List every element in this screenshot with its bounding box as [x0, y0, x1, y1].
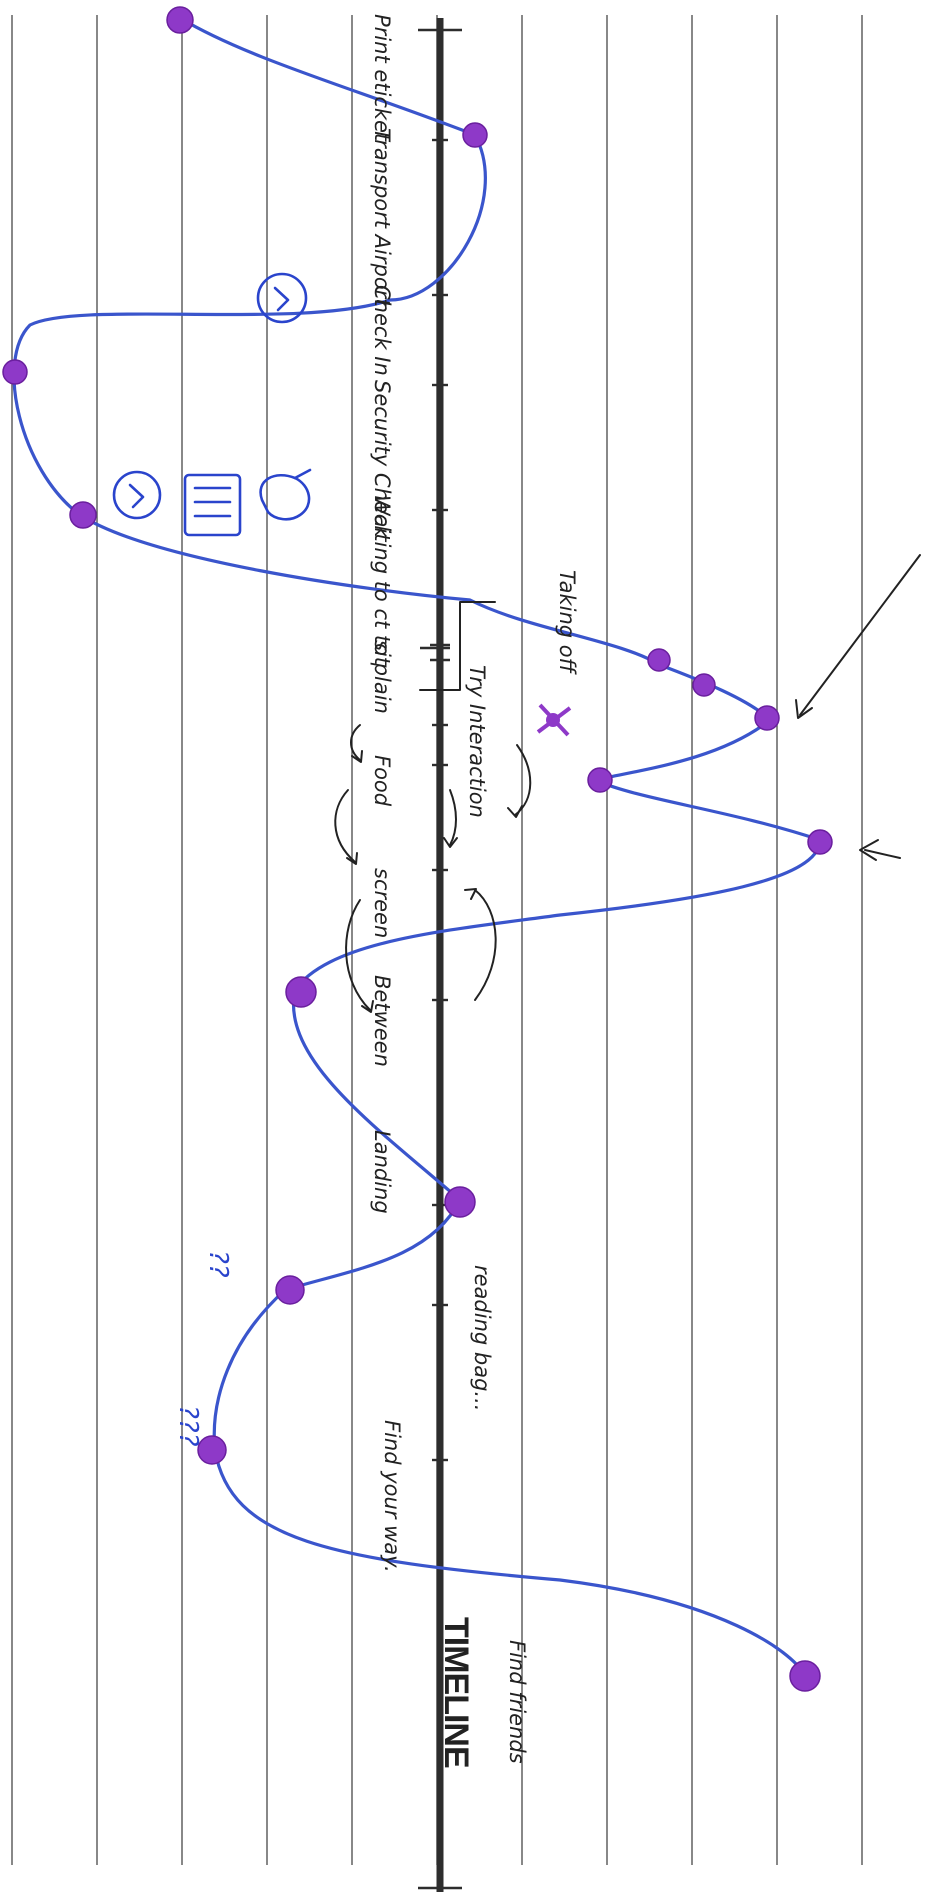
step-label: Find your way. [380, 1420, 404, 1573]
touchpoint-dot [285, 976, 317, 1008]
step-label: screen [370, 868, 394, 938]
step-label: Food [370, 755, 394, 807]
touchpoint-dot [587, 767, 613, 793]
step-label: Between [370, 975, 394, 1067]
step-labels: Print eticket Transport Airport Check In… [370, 14, 579, 1764]
touchpoint-dot [444, 1186, 476, 1218]
touchpoint-dot [692, 673, 716, 697]
touchpoint-dot [647, 648, 671, 672]
thumb-icon [259, 468, 312, 521]
step-label: Find friends [505, 1640, 529, 1764]
step-label: Print eticket [370, 14, 394, 142]
step-label: Waiting to ct to plain [370, 495, 394, 714]
bracket-mark [419, 601, 496, 691]
touchpoint-dot [2, 359, 28, 385]
step-label: Security Check [370, 380, 394, 538]
touchpoint-dot [807, 829, 833, 855]
touchpoint-dot [275, 1275, 305, 1305]
question-marks: ??? [173, 1405, 203, 1447]
touchpoint-dot [789, 1660, 821, 1692]
clock-icon [256, 272, 308, 324]
clock-icon [112, 470, 162, 520]
step-label: sit [370, 640, 394, 666]
touchpoint-dot [69, 501, 97, 529]
touchpoints [2, 6, 833, 1692]
touchpoint-dot [197, 1435, 227, 1465]
step-label: Try Interaction [465, 665, 489, 818]
star-mark [536, 703, 572, 737]
touchpoint-dot [754, 705, 780, 731]
touchpoint-dot [166, 6, 194, 34]
step-label: Transport Airport [370, 128, 394, 307]
experience-curve [12, 16, 822, 1677]
step-label: Taking off [555, 570, 579, 676]
question-marks: ?? [203, 1250, 233, 1278]
step-label: reading bag... [470, 1265, 494, 1411]
timeline-axis [418, 18, 462, 1892]
boarding-pass-icon [183, 473, 242, 537]
step-label: Check In [370, 285, 394, 376]
step-label: Landing [370, 1130, 394, 1214]
touchpoint-dot [462, 122, 488, 148]
timeline-title: TIMELINE [437, 1617, 475, 1768]
flow-arrows [334, 554, 921, 1013]
